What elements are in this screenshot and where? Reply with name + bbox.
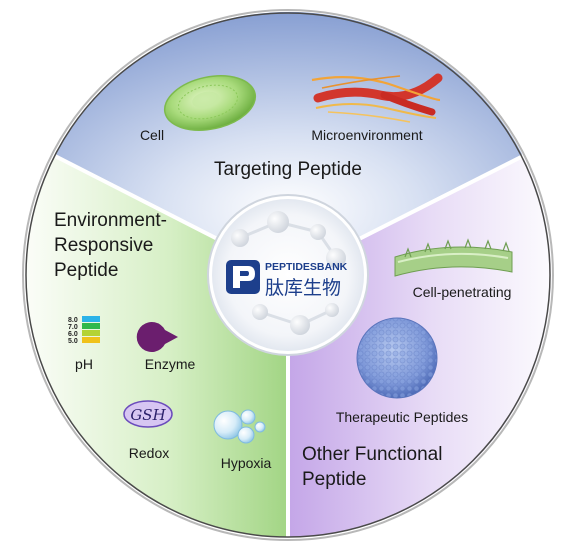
ph-tick-8: 8.0 — [68, 317, 78, 324]
environment-title-line1: Environment- — [54, 210, 167, 231]
peptidesbank-logo-mark — [226, 260, 260, 294]
logo-chinese-name: 肽库生物 — [265, 277, 341, 299]
functional-title-line2: Peptide — [302, 469, 366, 490]
center-badge: PEPTIDESBANK 肽库生物 — [207, 194, 369, 356]
cell-penetrating-icon — [394, 238, 513, 277]
ph-tick-7: 7.0 — [68, 324, 78, 331]
logo-english-name: PEPTIDESBANK — [265, 261, 348, 273]
cell-label: Cell — [140, 127, 164, 143]
ph-bar-7 — [82, 323, 100, 329]
sector-outline — [25, 12, 551, 538]
ph-bar-5 — [82, 337, 100, 343]
ph-scale-icon: 8.0 7.0 6.0 5.0 — [68, 316, 100, 345]
ph-bar-8 — [82, 316, 100, 322]
enzyme-icon — [136, 322, 178, 353]
therapeutic-peptides-label: Therapeutic Peptides — [336, 409, 468, 425]
hypoxia-label: Hypoxia — [221, 455, 272, 471]
ph-tick-6: 6.0 — [68, 331, 78, 338]
ph-label: pH — [75, 356, 93, 372]
ph-bar-6 — [82, 330, 100, 336]
microenvironment-icon — [311, 73, 443, 123]
functional-title-line1: Other Functional — [302, 444, 442, 465]
ph-tick-5: 5.0 — [68, 338, 78, 345]
environment-title-line2: Responsive — [54, 235, 153, 256]
redox-label: Redox — [129, 445, 169, 461]
redox-gsh-icon: GSH — [123, 400, 173, 428]
enzyme-label: Enzyme — [145, 356, 196, 372]
targeting-sector — [55, 11, 523, 276]
microenvironment-label: Microenvironment — [311, 127, 422, 143]
gsh-text: GSH — [130, 406, 166, 424]
environment-title-line3: Peptide — [54, 260, 118, 281]
targeting-title: Targeting Peptide — [214, 159, 362, 180]
cell-icon — [163, 75, 257, 131]
molecule-background — [231, 211, 346, 335]
cell-penetrating-label: Cell-penetrating — [413, 284, 512, 300]
hypoxia-bubbles-icon — [213, 409, 266, 444]
therapeutic-peptides-icon — [356, 317, 438, 399]
